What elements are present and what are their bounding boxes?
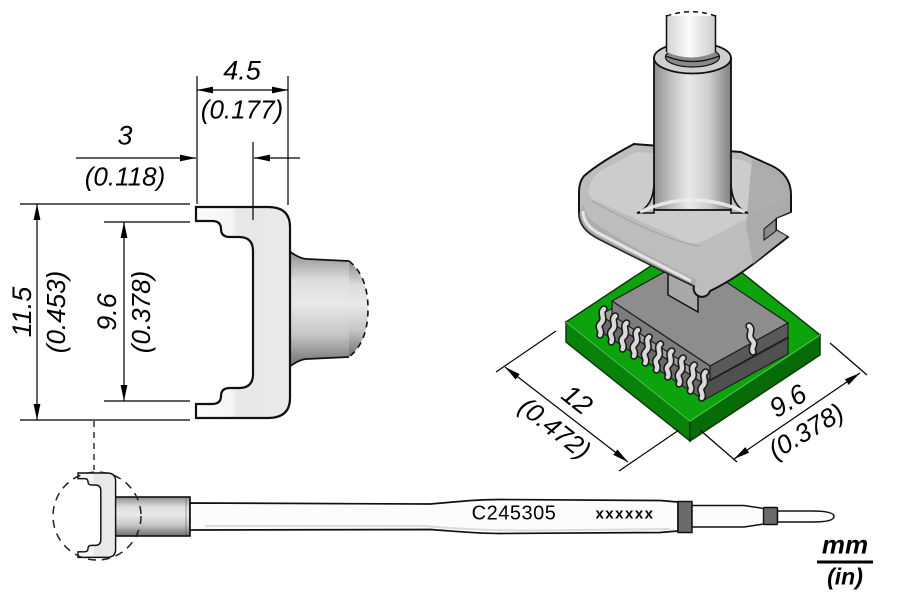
tip-profile-large [194, 205, 292, 420]
cylinder-break-arc [666, 11, 716, 17]
tip-profile-small [77, 472, 117, 559]
cartridge-ring-large [677, 500, 693, 534]
hood-slot [763, 217, 777, 241]
tip-shank-cylinder [636, 11, 749, 214]
cartridge-tip-end [776, 510, 835, 523]
cartridge-ring-small [762, 506, 779, 526]
detail-circle-dashed [52, 471, 142, 561]
part-number-label: C245305 [471, 502, 557, 525]
shaft-break-arc [348, 260, 369, 358]
section-dim-lines [20, 76, 300, 421]
units-secondary: (in) [827, 563, 863, 590]
units-primary: mm [821, 529, 869, 560]
cartridge-holder [111, 496, 191, 537]
marking-placeholder-label: xxxxxx [595, 505, 655, 523]
section-view [20, 76, 369, 470]
units-divider [817, 560, 873, 564]
component-view [495, 11, 868, 472]
units-legend: mm (in) [817, 532, 873, 589]
component-dim-lines [495, 330, 868, 472]
cartridge-side-view [52, 471, 835, 561]
cartridge-mid-shaft [691, 504, 765, 528]
